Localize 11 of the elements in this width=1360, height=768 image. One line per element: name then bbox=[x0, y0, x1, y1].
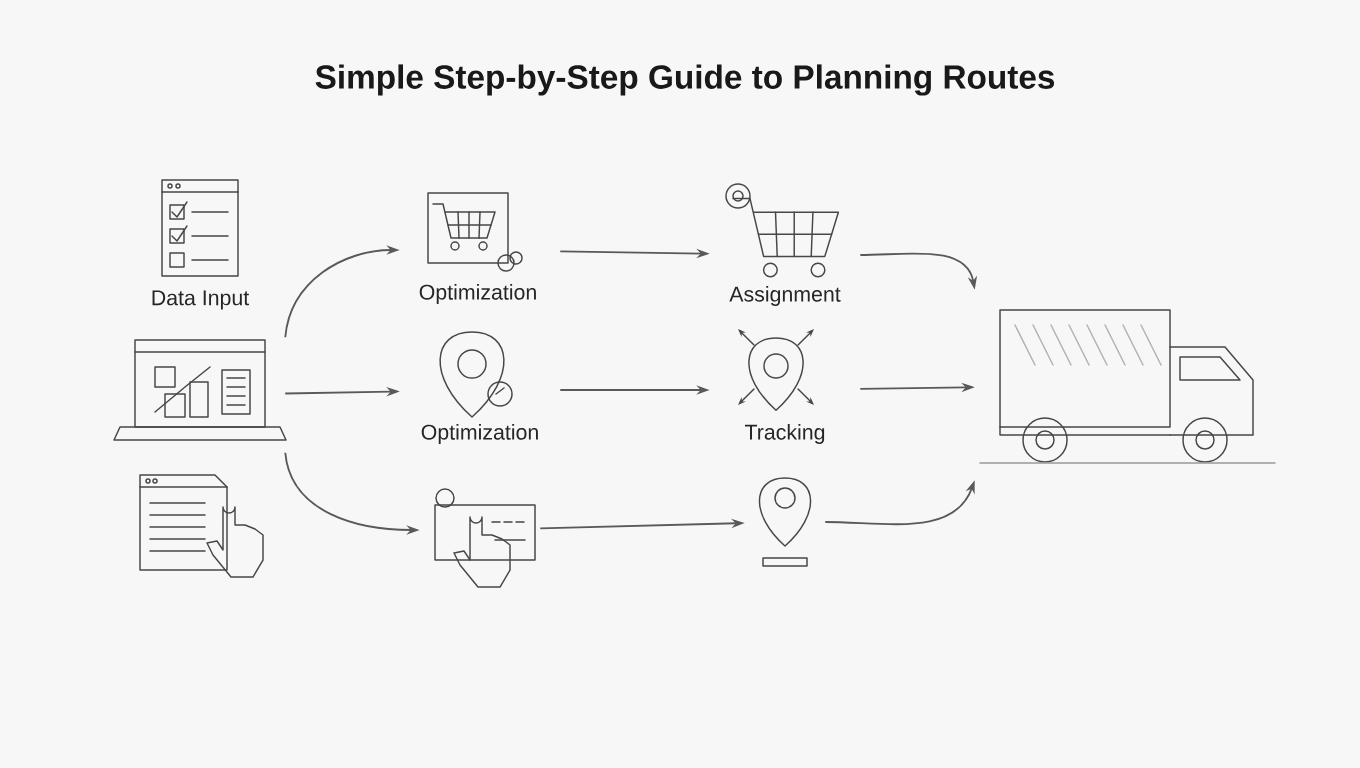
location-pin-drawing bbox=[758, 477, 812, 567]
card-hand-drawing bbox=[434, 488, 536, 588]
step-label: Tracking bbox=[745, 424, 825, 444]
step-label: Optimization bbox=[421, 424, 538, 444]
truck-drawing bbox=[979, 309, 1276, 464]
step-label: Optimization bbox=[419, 284, 536, 304]
document-hand-drawing bbox=[139, 474, 264, 578]
step-label: Assignment bbox=[729, 286, 841, 306]
title: Simple Step-by-Step Guide to Planning Routes bbox=[315, 64, 1055, 96]
laptop-drawing bbox=[113, 339, 287, 441]
step-label: Data Input bbox=[152, 290, 250, 310]
